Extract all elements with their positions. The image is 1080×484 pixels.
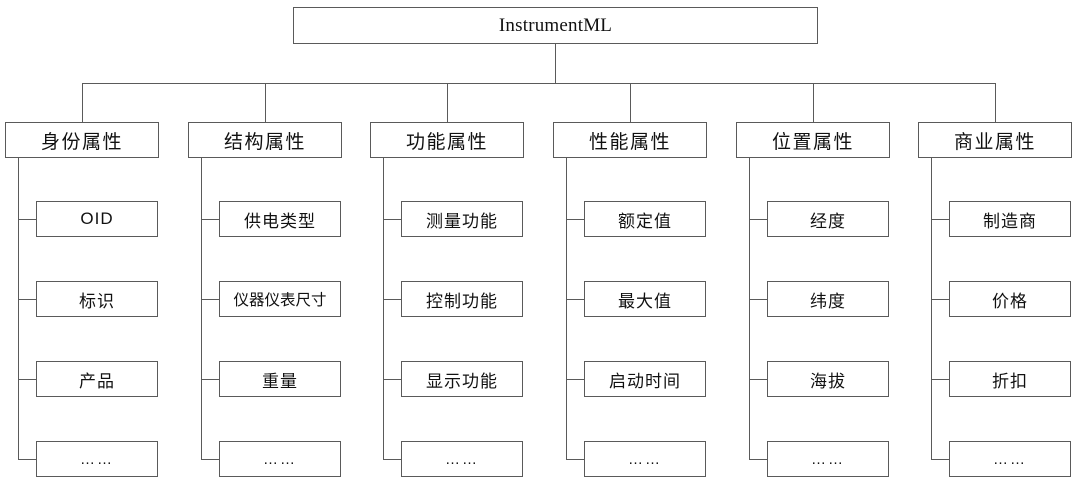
leaf-connector-line-3-3 bbox=[383, 379, 401, 380]
leaf-node-4-1: 额定值 bbox=[584, 201, 706, 237]
category-spine-line-6 bbox=[931, 158, 932, 459]
leaf-node-ellipsis-6: …… bbox=[949, 441, 1071, 477]
leaf-connector-line-1-4 bbox=[18, 459, 36, 460]
leaf-connector-line-3-2 bbox=[383, 299, 401, 300]
category-drop-line-4 bbox=[630, 83, 631, 122]
leaf-node-1-2: 标识 bbox=[36, 281, 158, 317]
leaf-node-ellipsis-1: …… bbox=[36, 441, 158, 477]
category-node-4: 性能属性 bbox=[553, 122, 707, 158]
leaf-node-6-3: 折扣 bbox=[949, 361, 1071, 397]
leaf-connector-line-3-1 bbox=[383, 219, 401, 220]
category-node-6: 商业属性 bbox=[918, 122, 1072, 158]
leaf-connector-line-1-2 bbox=[18, 299, 36, 300]
category-spine-line-1 bbox=[18, 158, 19, 459]
leaf-connector-line-4-4 bbox=[566, 459, 584, 460]
leaf-connector-line-6-4 bbox=[931, 459, 949, 460]
leaf-node-1-1: OID bbox=[36, 201, 158, 237]
leaf-connector-line-2-2 bbox=[201, 299, 219, 300]
leaf-connector-line-4-1 bbox=[566, 219, 584, 220]
root-stem-line bbox=[555, 44, 556, 83]
category-spine-line-3 bbox=[383, 158, 384, 459]
leaf-connector-line-2-3 bbox=[201, 379, 219, 380]
leaf-connector-line-3-4 bbox=[383, 459, 401, 460]
leaf-node-ellipsis-5: …… bbox=[767, 441, 889, 477]
leaf-node-2-1: 供电类型 bbox=[219, 201, 341, 237]
root-node-instrumentml: InstrumentML bbox=[293, 7, 818, 44]
leaf-node-ellipsis-2: …… bbox=[219, 441, 341, 477]
category-node-5: 位置属性 bbox=[736, 122, 890, 158]
category-drop-line-5 bbox=[813, 83, 814, 122]
leaf-node-6-2: 价格 bbox=[949, 281, 1071, 317]
category-bus-line bbox=[82, 83, 996, 84]
leaf-node-2-2: 仪器仪表尺寸 bbox=[219, 281, 341, 317]
category-node-1: 身份属性 bbox=[5, 122, 159, 158]
category-node-2: 结构属性 bbox=[188, 122, 342, 158]
category-spine-line-5 bbox=[749, 158, 750, 459]
category-drop-line-2 bbox=[265, 83, 266, 122]
leaf-connector-line-4-2 bbox=[566, 299, 584, 300]
leaf-connector-line-5-3 bbox=[749, 379, 767, 380]
leaf-node-4-2: 最大值 bbox=[584, 281, 706, 317]
leaf-connector-line-5-4 bbox=[749, 459, 767, 460]
leaf-node-1-3: 产品 bbox=[36, 361, 158, 397]
category-drop-line-1 bbox=[82, 83, 83, 122]
leaf-node-3-1: 测量功能 bbox=[401, 201, 523, 237]
leaf-connector-line-4-3 bbox=[566, 379, 584, 380]
leaf-node-2-3: 重量 bbox=[219, 361, 341, 397]
leaf-node-5-1: 经度 bbox=[767, 201, 889, 237]
leaf-connector-line-2-1 bbox=[201, 219, 219, 220]
leaf-node-ellipsis-4: …… bbox=[584, 441, 706, 477]
category-spine-line-4 bbox=[566, 158, 567, 459]
category-drop-line-6 bbox=[995, 83, 996, 122]
leaf-connector-line-6-2 bbox=[931, 299, 949, 300]
leaf-connector-line-6-3 bbox=[931, 379, 949, 380]
leaf-node-5-2: 纬度 bbox=[767, 281, 889, 317]
leaf-node-4-3: 启动时间 bbox=[584, 361, 706, 397]
category-spine-line-2 bbox=[201, 158, 202, 459]
category-drop-line-3 bbox=[447, 83, 448, 122]
leaf-connector-line-1-1 bbox=[18, 219, 36, 220]
leaf-node-3-3: 显示功能 bbox=[401, 361, 523, 397]
leaf-node-3-2: 控制功能 bbox=[401, 281, 523, 317]
leaf-node-5-3: 海拔 bbox=[767, 361, 889, 397]
leaf-connector-line-1-3 bbox=[18, 379, 36, 380]
leaf-connector-line-5-2 bbox=[749, 299, 767, 300]
leaf-connector-line-6-1 bbox=[931, 219, 949, 220]
leaf-connector-line-5-1 bbox=[749, 219, 767, 220]
category-node-3: 功能属性 bbox=[370, 122, 524, 158]
leaf-node-6-1: 制造商 bbox=[949, 201, 1071, 237]
leaf-node-ellipsis-3: …… bbox=[401, 441, 523, 477]
leaf-connector-line-2-4 bbox=[201, 459, 219, 460]
